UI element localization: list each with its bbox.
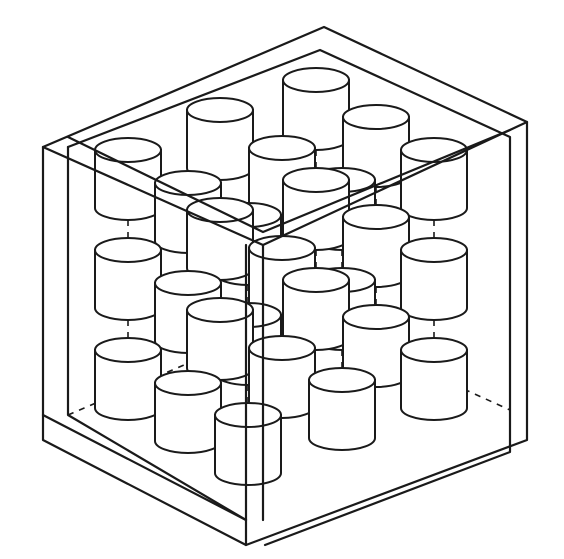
outer-box-outline: [41, 25, 529, 547]
cylinder: [282, 67, 350, 168]
cylinder: [154, 370, 222, 454]
cylinder-top: [282, 67, 350, 93]
cylinder: [94, 237, 162, 338]
cylinder-body: [400, 349, 468, 421]
cylinder-top: [186, 97, 254, 123]
cylinder-top: [94, 337, 162, 363]
cylinder-top: [282, 167, 350, 193]
cylinder-body: [308, 379, 376, 451]
cylinder: [282, 267, 350, 351]
back-box-edges: [41, 25, 529, 547]
inner-frame-back: [66, 48, 512, 547]
cylinder: [94, 137, 162, 238]
cylinder: [308, 367, 376, 451]
cylinder-lattice: [94, 67, 468, 486]
cylinder: [94, 337, 162, 421]
cylinder: [400, 337, 468, 421]
cylinder-top: [400, 337, 468, 363]
cylinder-top: [94, 237, 162, 263]
cylinder: [214, 402, 282, 486]
cylinder-top: [342, 204, 410, 230]
cylinder-top: [282, 267, 350, 293]
cylinder-top: [248, 335, 316, 361]
cylinder-top: [214, 402, 282, 428]
cylinder-top: [154, 370, 222, 396]
cylinder-top: [342, 304, 410, 330]
bottom-left-edge: [41, 413, 248, 522]
cylinder-top: [342, 104, 410, 130]
cylinder-top: [248, 135, 316, 161]
cylinder-top: [400, 237, 468, 263]
cylinder: [400, 237, 468, 338]
cylinder-top: [248, 235, 316, 261]
cylinder-top: [400, 137, 468, 163]
front-top-inner-edges: [66, 128, 512, 234]
front-box-edges: [41, 120, 529, 547]
cylinder-top: [94, 137, 162, 163]
cylinder-top: [154, 270, 222, 296]
cylinder-top: [186, 297, 254, 323]
cylinder-top: [308, 367, 376, 393]
cylinder-body: [214, 414, 282, 486]
cylinder: [186, 297, 254, 381]
